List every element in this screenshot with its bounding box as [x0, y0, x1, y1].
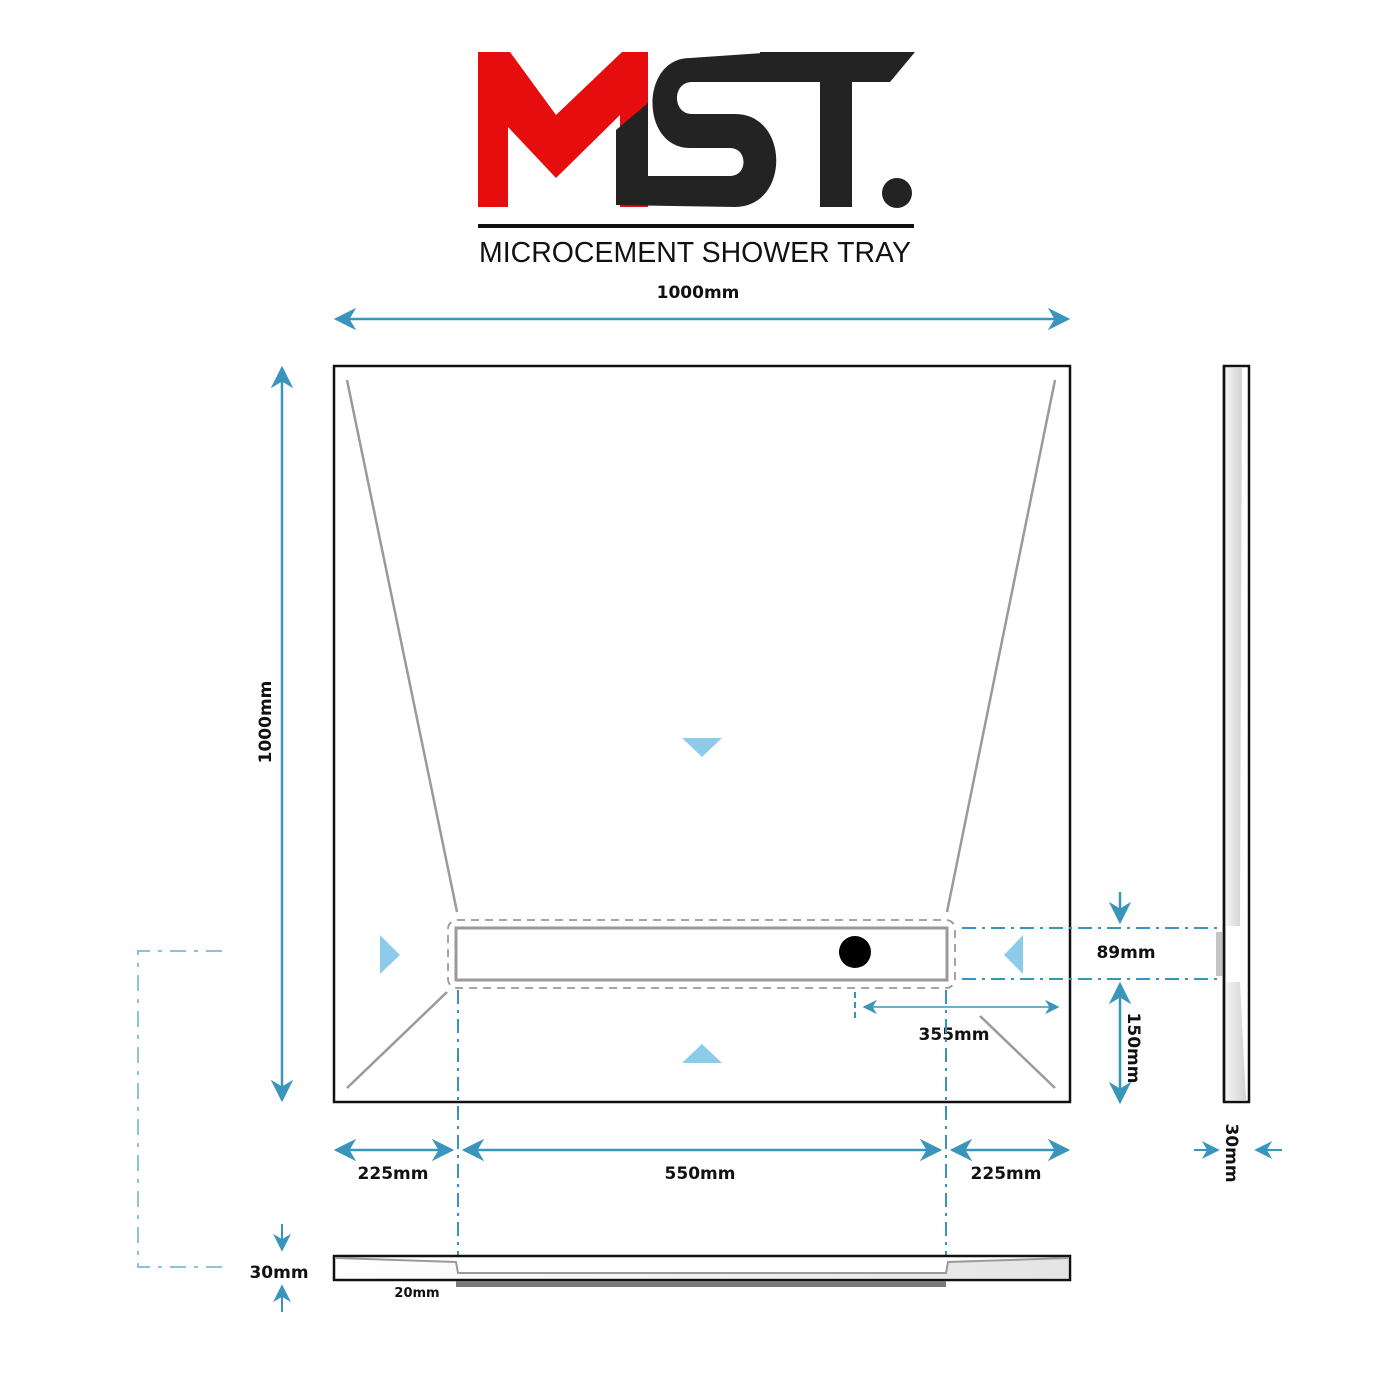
drain-zone-outline — [447, 919, 956, 989]
logo-subtitle: MICROCEMENT SHOWER TRAY — [479, 237, 911, 269]
logo-t-dark — [760, 52, 915, 207]
flow-arrow-down-icon — [682, 738, 722, 757]
slope-line — [979, 1015, 1056, 1089]
logo-underline — [478, 224, 914, 228]
tray-outline — [332, 364, 1072, 1104]
segment-left-label: 225mm — [358, 1164, 429, 1184]
front-section — [332, 1254, 1072, 1287]
side-thickness-dimension: 30mm — [1194, 1123, 1282, 1183]
flow-arrow-left-icon — [1004, 935, 1023, 974]
drain-dimensions: 89mm 150mm — [962, 892, 1232, 1105]
segment-right-label: 225mm — [971, 1164, 1042, 1184]
segment-center-label: 550mm — [665, 1164, 736, 1184]
height-label: 1000mm — [256, 681, 276, 764]
waste-offset-label: 355mm — [919, 1025, 990, 1045]
segment-dimensions: 225mm 550mm 225mm — [333, 990, 1071, 1260]
brand-logo: MICROCEMENT SHOWER TRAY — [478, 52, 915, 269]
logo-m-red — [478, 52, 648, 207]
waste-offset-dimension: 355mm — [854, 992, 1060, 1045]
drain-width-label: 89mm — [1096, 943, 1155, 963]
side-view — [1216, 364, 1251, 1104]
logo-s-dark — [616, 52, 778, 207]
flow-arrow-up-icon — [682, 1044, 722, 1063]
plan-view — [332, 364, 1072, 1104]
logo-dot — [882, 178, 912, 208]
drain-channel — [454, 926, 949, 982]
recess-label: 20mm — [394, 1286, 439, 1301]
drain-offset-label: 150mm — [1123, 1013, 1143, 1084]
reference-bracket — [137, 950, 222, 1268]
slope-line — [945, 379, 1057, 913]
slope-line — [346, 991, 448, 1089]
width-label: 1000mm — [657, 283, 740, 303]
side-thickness-label: 30mm — [1221, 1123, 1241, 1182]
recess-base — [456, 1281, 946, 1287]
section-thickness-label: 30mm — [249, 1263, 308, 1283]
section-thickness-dimension: 30mm 20mm — [249, 1224, 440, 1312]
slope-line — [345, 379, 459, 913]
flow-arrow-right-icon — [380, 935, 400, 974]
waste-outlet — [839, 936, 871, 968]
width-dimension: 1000mm — [333, 283, 1071, 331]
height-dimension: 1000mm — [256, 365, 294, 1103]
